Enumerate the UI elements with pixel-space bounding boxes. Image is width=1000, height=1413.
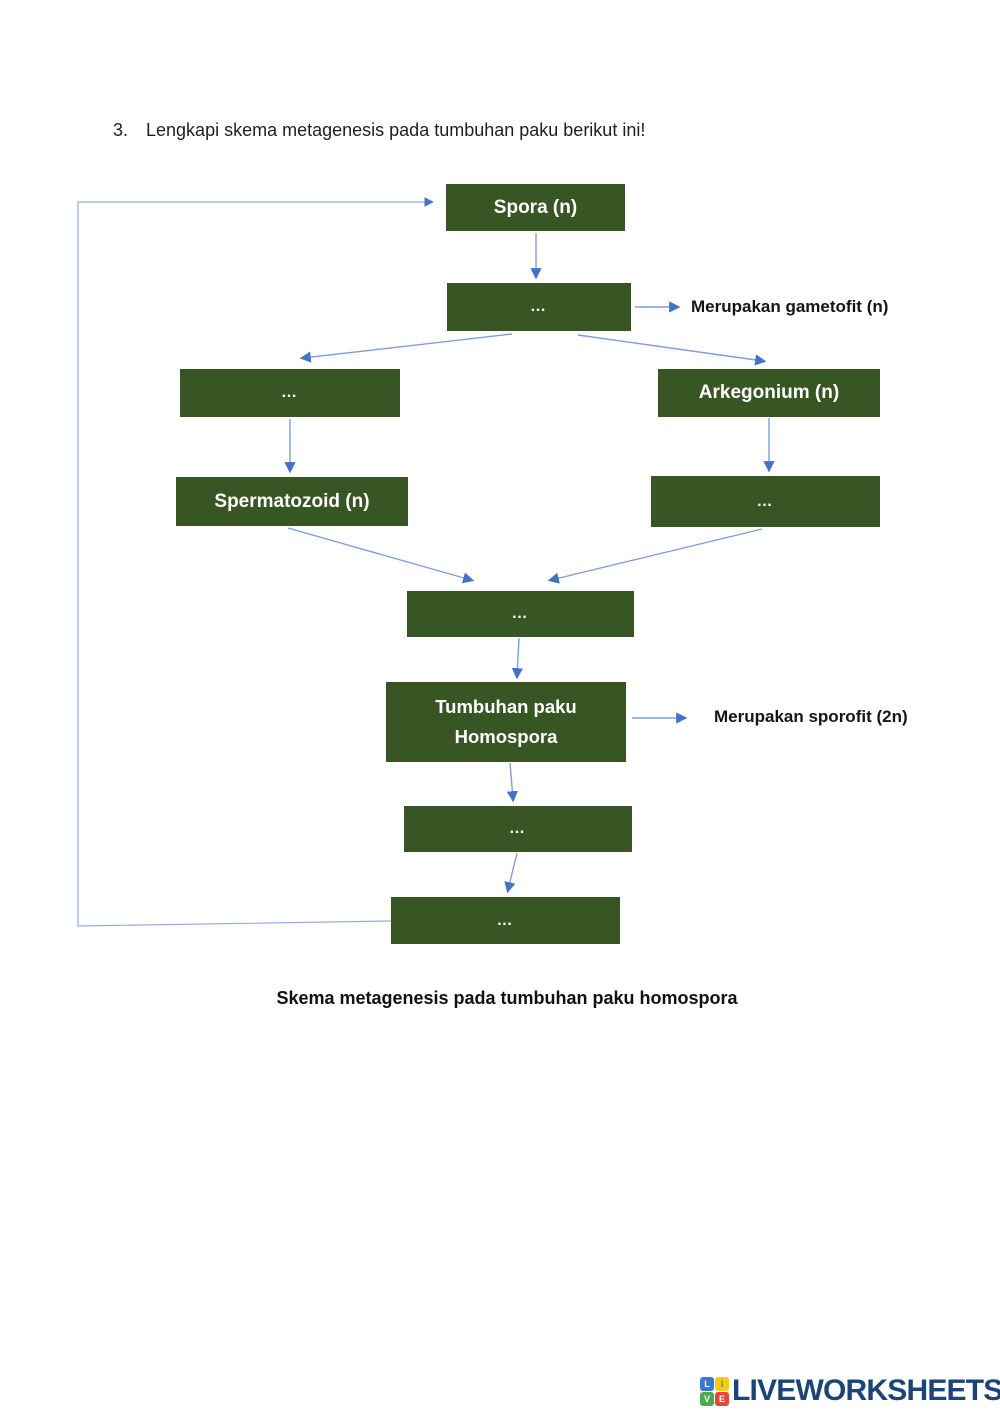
- node-blank-left-label: …: [281, 384, 299, 401]
- node-blank-left[interactable]: …: [180, 369, 400, 417]
- node-blank-lower-label: …: [509, 820, 527, 837]
- feedback-loop-line: [77, 197, 434, 927]
- liveworksheets-icon: L I V E: [700, 1376, 729, 1406]
- logo-square-v: V: [700, 1391, 714, 1406]
- arrow-blank1-to-left-blank: [299, 333, 513, 363]
- gametofit-annotation: Merupakan gametofit (n): [691, 297, 889, 316]
- sporofit-annotation: Merupakan sporofit (2n): [714, 707, 908, 726]
- node-arkegonium-label: Arkegonium (n): [698, 382, 840, 403]
- node-blank-bottom[interactable]: …: [391, 897, 620, 944]
- node-tumbuhan-line1: Tumbuhan paku: [435, 696, 577, 718]
- node-blank-bottom-label: …: [496, 911, 515, 929]
- arrow-spermatozoid-to-centerblank: [287, 527, 475, 584]
- node-blank-gametofit-label: …: [530, 298, 548, 315]
- node-spermatozoid-label: Spermatozoid (n): [214, 490, 370, 512]
- node-blank-gametofit[interactable]: …: [447, 283, 631, 331]
- node-spora-label: Spora (n): [493, 196, 578, 218]
- arrow-centerblank-to-tumbuhan: [511, 637, 524, 680]
- diagram-caption: Skema metagenesis pada tumbuhan paku hom…: [276, 988, 738, 1008]
- arrow-tumbuhan-to-lowerblank: [506, 762, 518, 803]
- node-tumbuhan-paku: Tumbuhan paku Homospora: [386, 682, 626, 762]
- node-blank-right-label: …: [756, 492, 775, 510]
- node-arkegonium: Arkegonium (n): [658, 369, 880, 417]
- node-blank-center-label: …: [511, 605, 530, 622]
- question-number: 3.: [113, 120, 129, 140]
- arrow-lowerblank-to-bottomblank: [504, 852, 518, 894]
- node-blank-right[interactable]: …: [651, 476, 880, 527]
- node-spermatozoid: Spermatozoid (n): [176, 477, 408, 526]
- node-spora: Spora (n): [446, 184, 625, 231]
- question-text: Lengkapi skema metagenesis pada tumbuhan…: [146, 120, 646, 140]
- arrow-blank1-to-arkegonium: [577, 334, 767, 366]
- logo-square-l: L: [700, 1376, 714, 1391]
- liveworksheets-wordmark: LIVEWORKSHEETS: [732, 1374, 1000, 1407]
- logo-square-i: I: [715, 1376, 729, 1391]
- node-blank-center[interactable]: …: [407, 591, 634, 637]
- node-blank-lower[interactable]: …: [404, 806, 632, 852]
- arrow-rightblank-to-centerblank: [547, 528, 763, 584]
- liveworksheets-logo[interactable]: L I V E LIVEWORKSHEETS: [700, 1376, 1000, 1406]
- node-tumbuhan-line2: Homospora: [454, 726, 558, 747]
- logo-square-e: E: [715, 1391, 729, 1406]
- question-line: 3. Lengkapi skema metagenesis pada tumbu…: [113, 120, 645, 141]
